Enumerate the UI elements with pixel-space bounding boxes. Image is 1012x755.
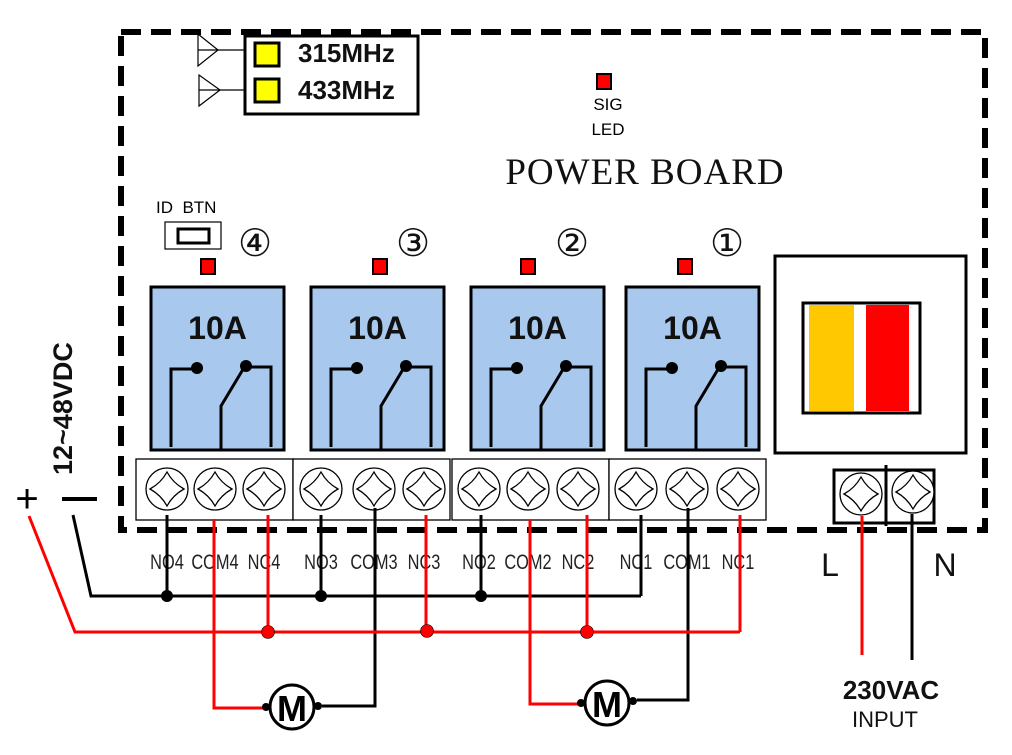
fuse-red bbox=[866, 305, 909, 411]
relay-led-icon bbox=[200, 258, 216, 275]
sig-label: SIG bbox=[593, 95, 622, 114]
freq-label-433: 433MHz bbox=[298, 75, 395, 105]
led-label: LED bbox=[591, 120, 624, 139]
motor-icon: M bbox=[577, 679, 637, 727]
relay-switch-icon bbox=[329, 365, 433, 450]
negative-wiring bbox=[71, 508, 914, 708]
id-button-label: ID BTN bbox=[156, 198, 216, 217]
terminal-screw-icon[interactable] bbox=[839, 472, 883, 516]
freq-label-315: 315MHz bbox=[298, 38, 395, 68]
board-outline bbox=[118, 29, 988, 533]
terminal-screw-icon[interactable] bbox=[457, 467, 501, 511]
ac-l-label: L bbox=[821, 547, 839, 583]
motor-icon: M bbox=[262, 683, 322, 731]
sig-led-icon bbox=[596, 73, 612, 90]
relay-rating: 10A bbox=[188, 310, 247, 346]
terminal-label: NO2 bbox=[462, 550, 496, 573]
terminal-screw-icon[interactable] bbox=[242, 467, 286, 511]
terminal-label: NC1 bbox=[620, 550, 653, 573]
terminal-screw-icon[interactable] bbox=[402, 467, 446, 511]
relay-led-icon bbox=[372, 258, 388, 275]
dc-plus-label: + bbox=[15, 477, 38, 521]
terminal-screw-icon[interactable] bbox=[506, 467, 550, 511]
relay-number: ① bbox=[710, 223, 744, 265]
terminal-label: COM2 bbox=[504, 550, 551, 573]
dc-voltage-label: 12~48VDC bbox=[48, 342, 78, 475]
motor-label: M bbox=[592, 684, 622, 725]
relay-4: ④ 10A bbox=[149, 223, 286, 452]
terminal-screw-icon[interactable] bbox=[716, 467, 760, 511]
freq-indicator-433 bbox=[253, 77, 281, 104]
antenna-icon bbox=[197, 32, 245, 68]
relay-number: ③ bbox=[396, 223, 430, 265]
relay-rating: 10A bbox=[508, 310, 567, 346]
relay-rating: 10A bbox=[348, 310, 407, 346]
relay-rating: 10A bbox=[663, 310, 722, 346]
relay-led-icon bbox=[677, 258, 693, 275]
motor-label: M bbox=[277, 688, 307, 729]
positive-junctions bbox=[261, 624, 594, 639]
id-button[interactable] bbox=[176, 227, 211, 245]
ac-voltage-label: 230VAC bbox=[843, 675, 940, 705]
terminal-screw-icon[interactable] bbox=[145, 467, 189, 511]
relay-2: ② 10A bbox=[469, 223, 606, 452]
relay-number: ④ bbox=[238, 223, 272, 265]
relay-switch-icon bbox=[169, 365, 273, 450]
terminal-screw-icon[interactable] bbox=[352, 467, 396, 511]
antenna-icon bbox=[198, 73, 245, 108]
freq-indicator-315 bbox=[253, 41, 281, 68]
relay-switch-icon bbox=[489, 365, 593, 450]
relay-3: ③ 10A bbox=[309, 223, 446, 452]
relay-switch-icon bbox=[644, 365, 748, 450]
dc-minus-label bbox=[62, 497, 97, 501]
terminal-screw-icon[interactable] bbox=[891, 470, 935, 514]
terminal-label: NC4 bbox=[248, 550, 281, 573]
negative-junctions bbox=[161, 590, 487, 602]
terminal-screw-icon[interactable] bbox=[556, 467, 600, 511]
terminal-screw-icon[interactable] bbox=[665, 467, 709, 511]
terminal-screw-icon[interactable] bbox=[193, 467, 237, 511]
terminal-screw-icon[interactable] bbox=[299, 467, 343, 511]
fuse-yellow bbox=[809, 305, 854, 411]
relay-number: ② bbox=[555, 223, 589, 265]
terminal-label: NC3 bbox=[408, 550, 441, 573]
relay-1: ① 10A bbox=[624, 223, 761, 452]
positive-wiring bbox=[27, 515, 864, 710]
ac-n-label: N bbox=[933, 547, 956, 583]
board-title: POWER BOARD bbox=[505, 152, 784, 193]
terminal-label: NC2 bbox=[562, 550, 595, 573]
ac-input-label: INPUT bbox=[852, 707, 918, 732]
relay-led-icon bbox=[520, 258, 536, 275]
terminal-screw-icon[interactable] bbox=[614, 467, 658, 511]
terminal-label: NC1 bbox=[722, 550, 755, 573]
